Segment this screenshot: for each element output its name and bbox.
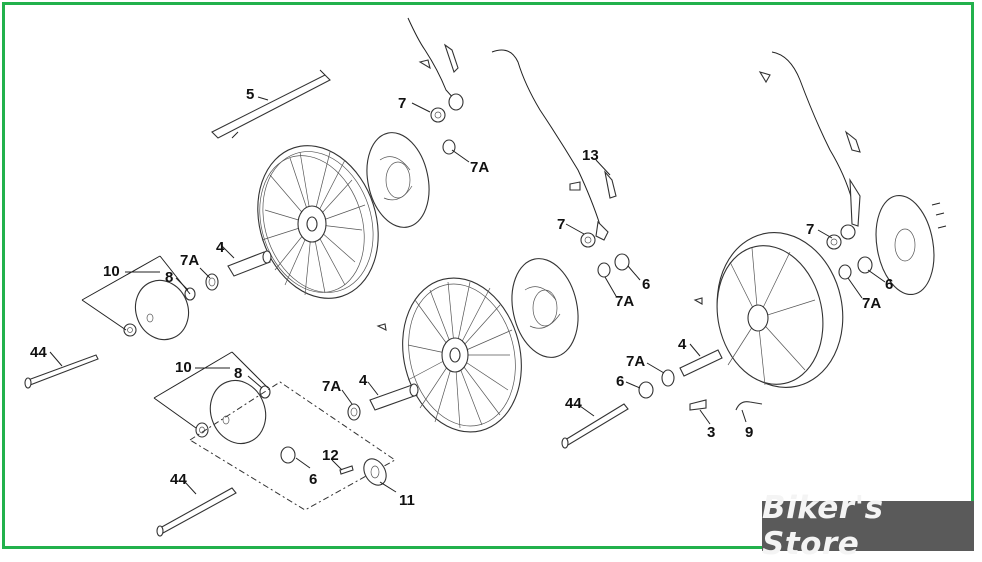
label-7a: 7A xyxy=(626,353,645,370)
label-10: 10 xyxy=(103,263,120,280)
label-3: 3 xyxy=(707,424,715,441)
assembly-outline xyxy=(189,381,396,511)
bolt-12 xyxy=(339,465,354,475)
label-11: 11 xyxy=(399,492,415,509)
spacer-4-lower xyxy=(369,383,419,411)
brake-disc-middle xyxy=(511,258,579,358)
bearing-7a-lower xyxy=(347,403,361,421)
label-44: 44 xyxy=(170,471,187,488)
diagram-frame xyxy=(2,2,974,549)
spacer-6-middle xyxy=(614,253,630,271)
sensor-7-middle xyxy=(491,49,617,248)
watermark-text: Biker's Store xyxy=(762,490,884,562)
bearing-7a-upper xyxy=(205,273,219,291)
label-7a: 7A xyxy=(862,295,881,312)
axle-44-rear xyxy=(561,403,629,449)
spacer-4-upper xyxy=(227,250,272,277)
spacer-6-lower xyxy=(280,446,296,464)
bearing-7a-rear-upper xyxy=(838,264,852,280)
label-7a: 7A xyxy=(615,293,634,310)
label-7a: 7A xyxy=(470,159,489,176)
bearing-7a-rear-lower xyxy=(661,369,675,387)
sensor-7-rear xyxy=(758,51,861,250)
label-6: 6 xyxy=(885,276,893,293)
label-8: 8 xyxy=(234,365,242,382)
hubcap-10-upper xyxy=(123,279,190,341)
fitting-9 xyxy=(735,401,763,411)
label-6: 6 xyxy=(309,471,317,488)
label-5: 5 xyxy=(246,86,254,103)
fitting-3 xyxy=(689,399,707,411)
front-wheel-upper xyxy=(257,145,379,299)
bearing-7a-top xyxy=(442,139,456,155)
label-6: 6 xyxy=(642,276,650,293)
brake-disc-upper xyxy=(366,132,430,228)
label-7a: 7A xyxy=(322,378,341,395)
axle-44-lower xyxy=(156,487,237,537)
leader-lines xyxy=(49,96,886,495)
axle-44-upper xyxy=(24,354,99,389)
hubcap-10-lower xyxy=(195,379,271,445)
label-7: 7 xyxy=(557,216,565,233)
label-4: 4 xyxy=(216,239,225,256)
label-10: 10 xyxy=(175,359,192,376)
label-6: 6 xyxy=(616,373,624,390)
label-7: 7 xyxy=(806,221,814,238)
label-44: 44 xyxy=(565,395,582,412)
front-wheel-lower xyxy=(402,277,522,433)
label-7a: 7A xyxy=(180,252,199,269)
spacer-4-rear xyxy=(679,349,723,377)
label-4: 4 xyxy=(678,336,687,353)
label-44: 44 xyxy=(30,344,47,361)
label-8: 8 xyxy=(165,269,173,286)
sensor-7-upper xyxy=(407,17,464,155)
label-13: 13 xyxy=(582,147,599,164)
washer-11 xyxy=(363,458,387,486)
store-watermark: Biker's Store xyxy=(762,490,974,562)
label-12: 12 xyxy=(322,447,339,464)
bearing-7a-middle xyxy=(597,262,611,278)
spacer-6-rear-upper xyxy=(857,256,873,274)
label-7: 7 xyxy=(398,95,406,112)
spacer-6-rear-lower xyxy=(638,381,654,399)
label-9: 9 xyxy=(745,424,753,441)
part-labels: 5 7 7A 13 7 7 10 7A 4 8 6 7A 6 7A 44 10 … xyxy=(30,86,893,509)
rear-wheel xyxy=(693,232,844,388)
brake-disc-rear xyxy=(875,194,947,296)
cable-5 xyxy=(211,69,331,139)
label-4: 4 xyxy=(359,372,368,389)
